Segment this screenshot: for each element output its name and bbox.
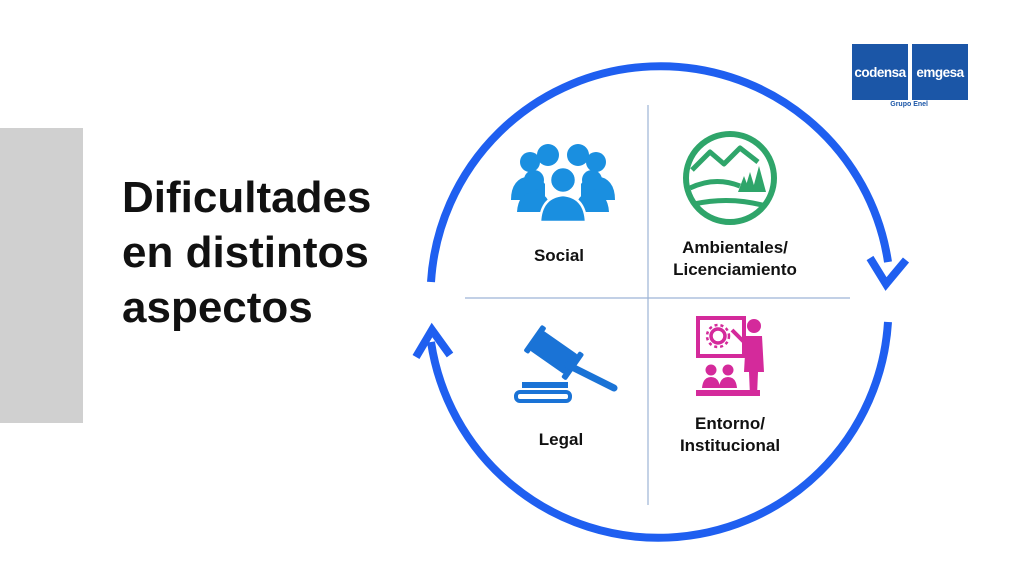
label-entorno: Entorno/ Institucional [660, 413, 800, 457]
company-logo: codensa emgesa Grupo Enel [852, 44, 968, 112]
label-social-text: Social [533, 246, 585, 265]
title-line-2: en distintos [122, 228, 369, 277]
label-ambientales-line2: Licenciamiento [673, 260, 797, 279]
logo-emgesa: emgesa [912, 44, 968, 100]
label-entorno-line2: Institucional [679, 436, 781, 455]
gavel-icon [514, 325, 618, 403]
label-legal-text: Legal [538, 430, 584, 449]
cycle-arrows [427, 62, 892, 542]
label-entorno-line1: Entorno/ [695, 414, 765, 433]
right-arrowhead [866, 255, 910, 291]
page-title: Dificultades en distintos aspectos [122, 170, 412, 335]
logo-codensa: codensa [852, 44, 908, 100]
label-ambientales-line1: Ambientales/ [682, 238, 788, 257]
label-ambientales: Ambientales/ Licenciamiento [660, 237, 810, 281]
left-arrowhead [412, 322, 454, 360]
bottom-cycle-arc [427, 321, 892, 542]
top-cycle-arc [427, 62, 892, 283]
side-accent-bar [0, 128, 83, 423]
mountain-forest-icon [683, 131, 777, 225]
title-line-3: aspectos [122, 283, 313, 332]
logo-subtitle: Grupo Enel [890, 101, 928, 108]
label-legal: Legal [522, 429, 600, 451]
presentation-icon [696, 316, 764, 396]
label-social: Social [520, 245, 598, 267]
title-line-1: Dificultades [122, 173, 372, 222]
people-group-icon [511, 144, 615, 224]
